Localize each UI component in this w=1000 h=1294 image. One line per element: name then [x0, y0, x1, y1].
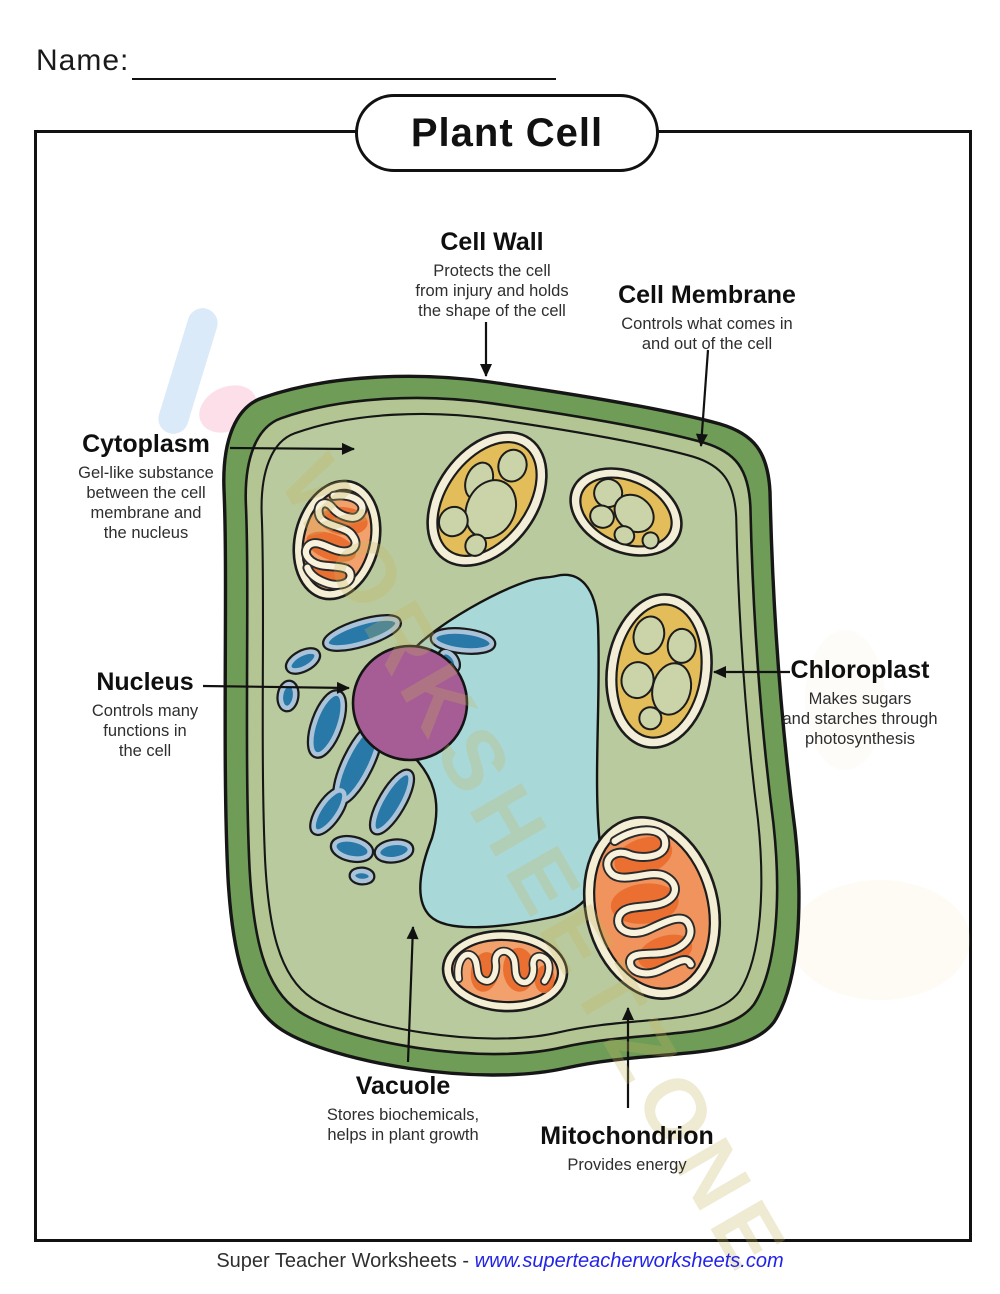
- label-chloroplast: Chloroplast Makes sugars and starches th…: [730, 656, 990, 749]
- footer: Super Teacher Worksheets - www.superteac…: [0, 1250, 1000, 1273]
- cytoplasm-title: Cytoplasm: [82, 430, 210, 458]
- nucleus-arrow: [202, 681, 350, 694]
- footer-text: Super Teacher Worksheets -: [216, 1250, 475, 1272]
- pointer-arrows: [202, 322, 790, 1108]
- chloroplast-top-right: [569, 467, 683, 557]
- chloroplast-right: [605, 593, 713, 749]
- name-row: Name:: [36, 44, 556, 80]
- vacuole-arrow: [406, 926, 419, 1063]
- nucleus-title: Nucleus: [96, 668, 194, 696]
- chloroplast-title: Chloroplast: [790, 656, 930, 684]
- cell-wall-title: Cell Wall: [440, 228, 544, 256]
- mitochondrion-top-left: [292, 479, 382, 601]
- mitochondrion-title: Mitochondrion: [540, 1122, 714, 1150]
- mitochondrion-bottom-middle: [441, 929, 569, 1013]
- nucleus-shape: [351, 644, 469, 762]
- footer-link[interactable]: www.superteacherworksheets.com: [474, 1250, 784, 1272]
- label-cytoplasm: Cytoplasm Gel-like substance between the…: [16, 430, 276, 543]
- page-title: Plant Cell: [410, 110, 604, 155]
- worksheet-title-pill: Plant Cell: [355, 94, 659, 172]
- cell-membrane-arrow: [695, 349, 710, 447]
- chloroplast-top: [426, 431, 548, 567]
- label-cell-wall: Cell Wall Protects the cell from injury …: [362, 228, 622, 321]
- background-watermark-blobs: [158, 308, 970, 1000]
- label-cell-membrane: Cell Membrane Controls what comes in and…: [577, 281, 837, 354]
- cell-membrane-title: Cell Membrane: [618, 281, 796, 309]
- name-blank-line[interactable]: [132, 78, 556, 80]
- label-vacuole: Vacuole Stores biochemicals, helps in pl…: [273, 1072, 533, 1145]
- mitochondrion-bottom-right: [582, 816, 722, 1000]
- cytoplasm-arrow: [229, 442, 355, 455]
- label-nucleus: Nucleus Controls many functions in the c…: [15, 668, 275, 761]
- name-label: Name:: [36, 44, 130, 77]
- label-mitochondrion: Mitochondrion Provides energy: [497, 1122, 757, 1175]
- vacuole-title: Vacuole: [355, 1072, 451, 1100]
